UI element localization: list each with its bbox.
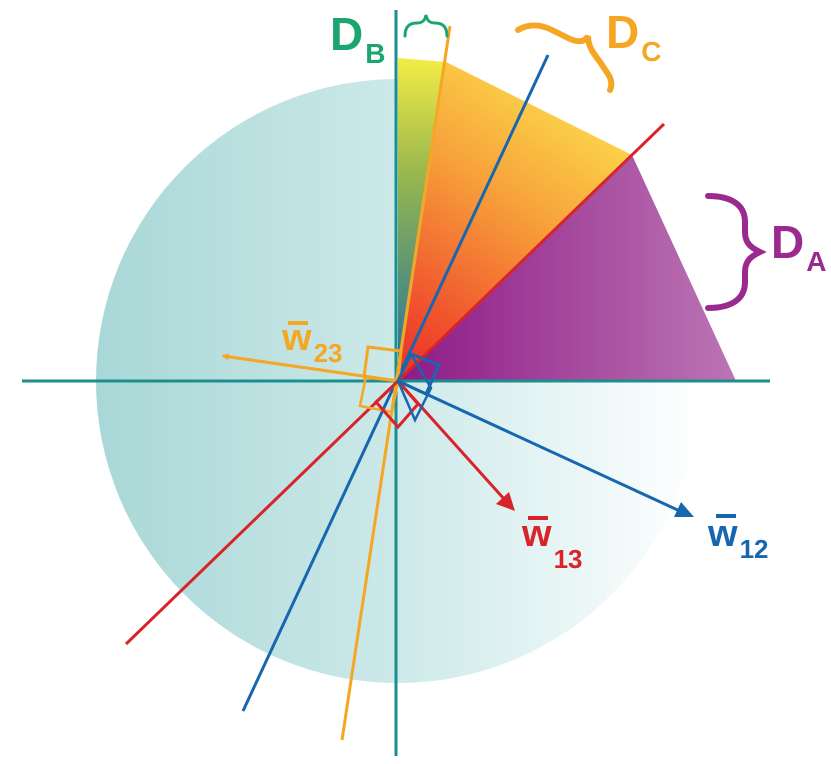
right-angle-marker-red bbox=[373, 378, 420, 430]
brace-d-a bbox=[705, 193, 767, 311]
label-d-b: DB bbox=[330, 8, 385, 69]
label-w12: w12 bbox=[707, 513, 768, 564]
brace-d-b bbox=[403, 14, 449, 38]
label-w23: w23 bbox=[281, 317, 342, 368]
region-c bbox=[398, 62, 632, 381]
region-a bbox=[398, 155, 736, 381]
right-angle-marker-orange-lower bbox=[358, 374, 400, 414]
label-d-c: DC bbox=[606, 6, 661, 67]
w12-arrow bbox=[397, 379, 683, 514]
w12-arrowhead bbox=[674, 502, 694, 517]
brace-d-c bbox=[515, 22, 615, 93]
right-angle-marker-blue-lower bbox=[396, 351, 433, 423]
w13-arrowhead bbox=[496, 492, 515, 511]
label-w13: w13 bbox=[521, 513, 582, 574]
label-d-a: DA bbox=[771, 216, 826, 277]
